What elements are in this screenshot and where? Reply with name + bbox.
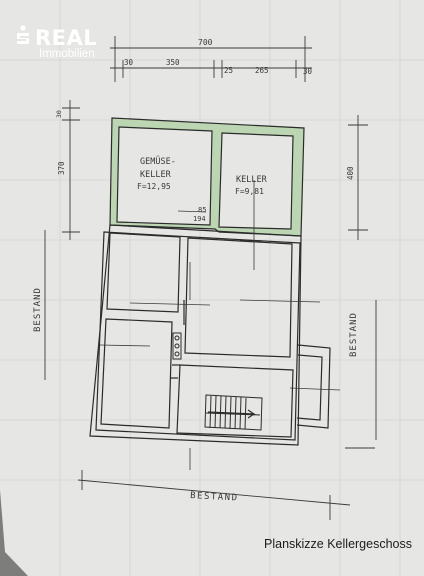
dim-top-1: 30 [124, 58, 134, 67]
dim-right-upper: 400 [346, 166, 355, 180]
brand-sub: Immobilien [39, 48, 95, 60]
room-stair [176, 364, 294, 438]
room-keller-area: F=9,81 [235, 187, 264, 196]
room-gemuese-line1: GEMÜSE- [140, 156, 176, 167]
plan-caption: Planskizze Kellergeschoss [264, 537, 412, 551]
room-gemuesekeller [116, 126, 213, 226]
room-gemuese-area: F=12,95 [137, 182, 171, 191]
real-immobilien-logo: REAL Immobilien [14, 25, 97, 61]
dim-top-2: 350 [166, 58, 180, 67]
brand-name: REAL [35, 26, 98, 50]
lower-building-walls [89, 224, 331, 446]
dim-top-4: 265 [255, 66, 269, 75]
left-dimension-lines [44, 100, 80, 380]
dim-top-3: 25 [224, 66, 233, 75]
dimension-labels: 700 30 350 25 265 30 30 370 400 85 194 [55, 38, 355, 223]
room-gemuese-line2: KELLER [140, 170, 172, 180]
room-keller-name: KELLER [236, 175, 268, 185]
room-keller [218, 132, 294, 230]
chimney-marks [172, 332, 182, 360]
bestand-right: BESTAND [349, 312, 359, 357]
upper-room-cavities [116, 126, 294, 230]
dim-left-top: 30 [55, 110, 63, 118]
staircase [204, 394, 263, 431]
axis-marks [99, 180, 341, 470]
dim-door-2: 194 [193, 215, 206, 223]
dim-left-main: 370 [57, 161, 66, 175]
room-left-lower [100, 318, 173, 429]
room-labels: GEMÜSE- KELLER F=12,95 KELLER F=9,81 [137, 156, 268, 196]
inner-rooms [100, 232, 294, 438]
bestand-left: BESTAND [33, 287, 43, 332]
bottom-dimension-lines [77, 470, 351, 520]
dim-top-5: 30 [303, 67, 313, 76]
bestand-labels: BESTAND BESTAND BESTAND [33, 287, 359, 503]
dim-door-1: 85 [198, 206, 206, 214]
bestand-bottom: BESTAND [190, 491, 239, 504]
dim-total: 700 [198, 38, 213, 47]
room-center [184, 237, 293, 358]
s-logo-icon [14, 25, 32, 49]
top-dimension-lines [110, 36, 312, 82]
right-dimension-lines [345, 115, 377, 449]
room-left-upper [106, 232, 181, 313]
